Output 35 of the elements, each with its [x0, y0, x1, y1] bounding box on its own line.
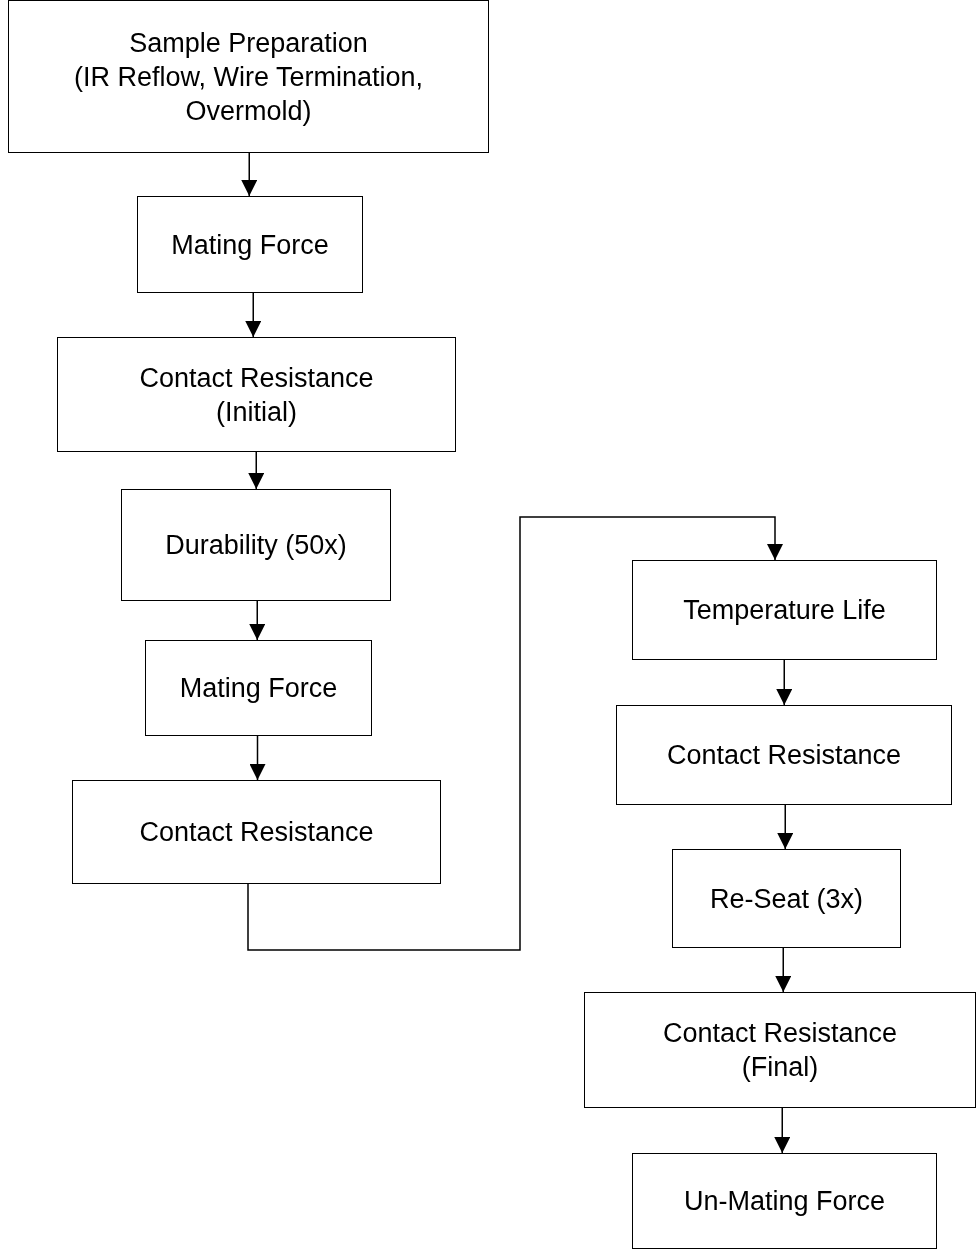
process-box [584, 992, 976, 1108]
process-box [57, 337, 456, 452]
step-label: Sample Preparation [129, 26, 368, 60]
process-box [632, 560, 937, 660]
arrow [249, 600, 266, 641]
step-label: Contact Resistance [139, 361, 374, 395]
step-label: (Final) [741, 1051, 819, 1084]
process-box [72, 780, 441, 884]
arrow [249, 735, 266, 781]
step-label: Mating Force [179, 672, 338, 705]
arrow [248, 451, 265, 490]
process-box [672, 849, 901, 948]
arrow [776, 659, 793, 706]
step-label: Contact Resistance [139, 816, 374, 849]
step-label: Mating Force [171, 228, 329, 262]
process-box [616, 705, 952, 805]
process-box [121, 489, 391, 601]
arrow [777, 804, 794, 850]
process-box [145, 640, 372, 736]
process-box [8, 0, 489, 153]
arrow [247, 516, 783, 951]
arrow [245, 292, 262, 338]
arrow [241, 152, 258, 197]
step-label: (Initial) [216, 395, 297, 429]
step-label: Durability (50x) [165, 529, 347, 562]
step-label: Re-Seat (3x) [709, 882, 864, 916]
step-label: Temperature Life [683, 594, 886, 627]
process-box [632, 1153, 937, 1249]
arrow [774, 1107, 791, 1154]
step-label: Un-Mating Force [683, 1185, 886, 1218]
process-box [137, 196, 363, 293]
arrow [775, 947, 792, 993]
step-label: Contact Resistance [666, 739, 902, 772]
step-label: Contact Resistance [662, 1017, 898, 1050]
step-label: (IR Reflow, Wire Termination, Overmold) [72, 60, 425, 128]
